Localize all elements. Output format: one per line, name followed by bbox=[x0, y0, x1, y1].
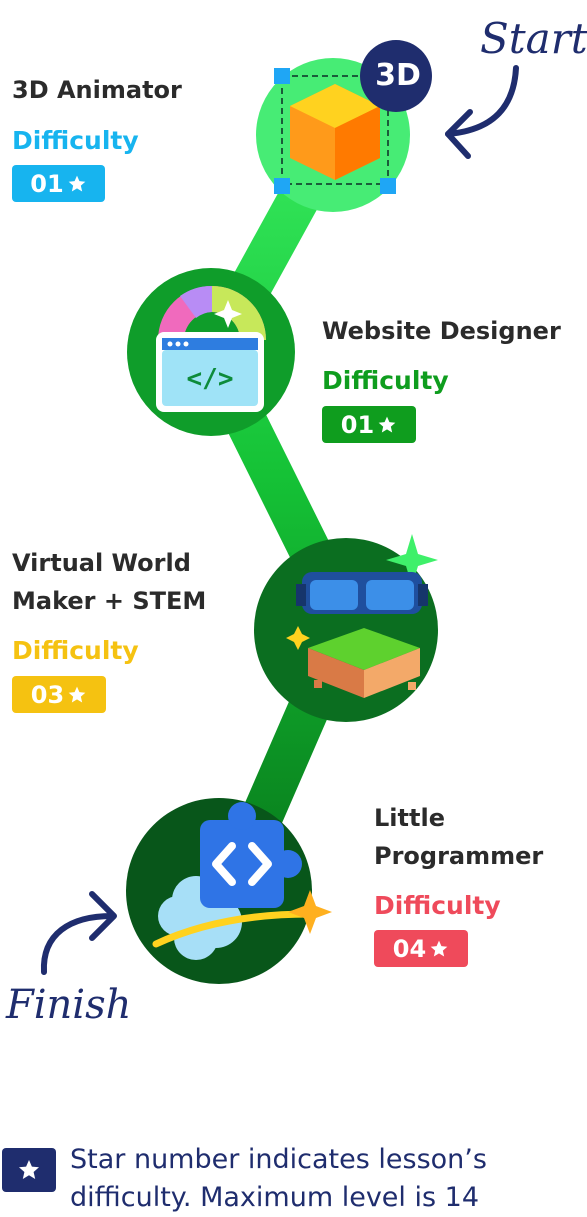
difficulty-badge: 03 bbox=[12, 676, 106, 713]
star-icon bbox=[19, 1160, 39, 1179]
difficulty-level: 01 bbox=[30, 169, 64, 198]
difficulty-note: Star number indicates lesson’s difficult… bbox=[70, 1141, 582, 1217]
code-symbol: </> bbox=[186, 364, 234, 394]
start-arrow-icon bbox=[445, 65, 519, 159]
difficulty-level: 03 bbox=[30, 680, 65, 709]
step-title-3d-animator: 3D Animator bbox=[12, 76, 182, 104]
difficulty-note-line1: Star number indicates lesson’s bbox=[70, 1144, 487, 1175]
difficulty-badge: 04 bbox=[374, 930, 468, 967]
star-icon bbox=[378, 416, 396, 432]
step-title-website-designer: Website Designer bbox=[322, 317, 561, 345]
start-label: Start bbox=[480, 14, 587, 63]
difficulty-badge: 01 bbox=[12, 165, 105, 202]
difficulty-label: Difficulty bbox=[12, 636, 139, 665]
step-title-virtual-world-line1: Virtual World bbox=[12, 549, 191, 577]
difficulty-label: Difficulty bbox=[12, 126, 139, 155]
step-title-little-programmer-line1: Little bbox=[374, 804, 445, 832]
star-icon bbox=[430, 940, 448, 956]
puzzle-code-icon bbox=[152, 802, 332, 960]
cube-3d-icon bbox=[274, 40, 432, 194]
difficulty-badge: 01 bbox=[322, 406, 416, 443]
star-icon bbox=[68, 686, 86, 702]
finish-label: Finish bbox=[6, 982, 132, 1028]
browser-code-icon bbox=[156, 285, 266, 412]
difficulty-level: 04 bbox=[392, 934, 427, 963]
step-title-little-programmer-line2: Programmer bbox=[374, 842, 544, 870]
difficulty-label: Difficulty bbox=[322, 366, 449, 395]
vr-headset-icon bbox=[286, 534, 438, 698]
step-title-virtual-world-line2: Maker + STEM bbox=[12, 587, 207, 615]
difficulty-note-line2: difficulty. Maximum level is 14 bbox=[70, 1182, 479, 1213]
difficulty-level: 01 bbox=[340, 410, 375, 439]
3d-badge-text: 3D bbox=[375, 58, 421, 93]
finish-arrow-icon bbox=[40, 891, 117, 975]
difficulty-label: Difficulty bbox=[374, 891, 501, 920]
star-icon bbox=[68, 175, 86, 191]
legend-star-badge bbox=[2, 1148, 56, 1192]
